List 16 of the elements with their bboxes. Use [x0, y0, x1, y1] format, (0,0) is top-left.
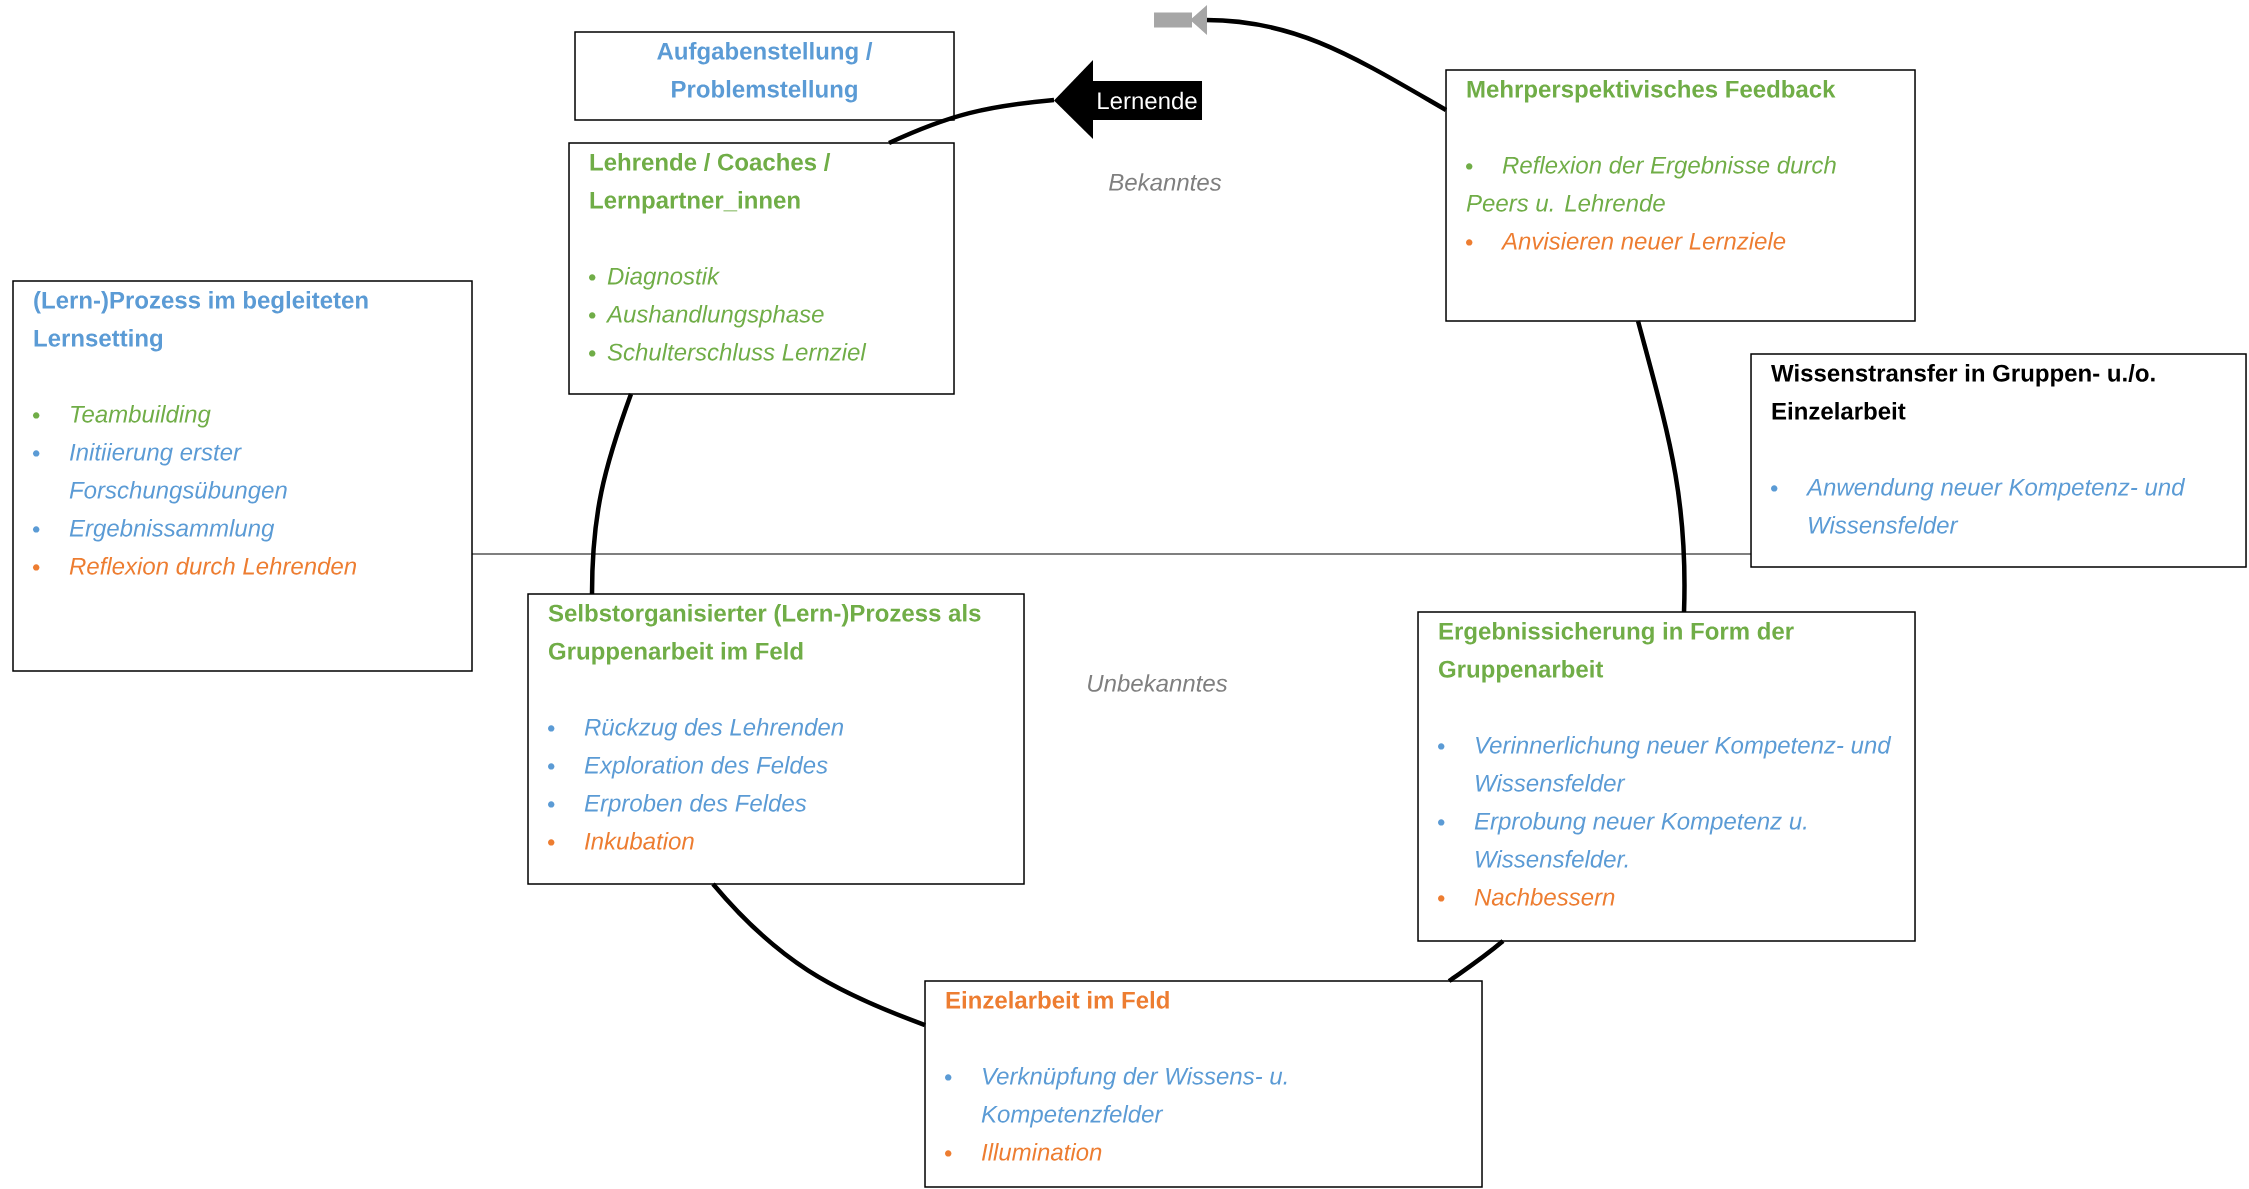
text-box: Mehrperspektivisches Feedback Reflexion der Ergebnisse durch Peers u. Lehrende Anvisieren neuer Lernziele: [1445, 69, 1916, 322]
connector-line: [471, 553, 1752, 555]
text-box: Lehrende / Coaches / Lernpartner_innen Diagnostik Aushandlungsphase Schulterschluss Lernziel: [568, 142, 955, 395]
cycle-arc: [888, 97, 1055, 146]
text-box: Selbstorganisierter (Lern-)Prozess als Gruppenarbeit im Feld Rückzug des Lehrenden Exploration des Feldes Erproben des Feldes Inkubation: [527, 593, 1025, 885]
cycle-arc: [1635, 320, 1687, 613]
text-box: Einzelarbeit im Feld Verknüpfung der Wissens- u. Kompetenzfelder Illumination: [924, 980, 1483, 1188]
text-box: Wissenstransfer in Gruppen- u./o. Einzelarbeit Anwendung neuer Kompetenz- und Wissensfelder: [1750, 353, 2247, 568]
text-box: Aufgabenstellung / Problemstellung: [574, 31, 955, 121]
text-box: Ergebnissicherung in Form der Gruppenarbeit Verinnerlichung neuer Kompetenz- und Wissensfelder Erprobung neuer Kompetenz u. Wissensfelder. Nachbessern: [1417, 611, 1916, 942]
cycle-arc: [1447, 939, 1505, 983]
cycle-arc: [589, 393, 634, 595]
cycle-arc: [711, 882, 926, 1028]
region-label: Bekanntes: [1109, 173, 1222, 191]
text-box: (Lern-)Prozess im begleiteten Lernsetting Teambuilding Initiierung erster Forschungsübungen Ergebnissammlung Reflexion durch Lehrenden: [12, 280, 473, 672]
region-label: Unbekanntes: [1088, 674, 1228, 692]
